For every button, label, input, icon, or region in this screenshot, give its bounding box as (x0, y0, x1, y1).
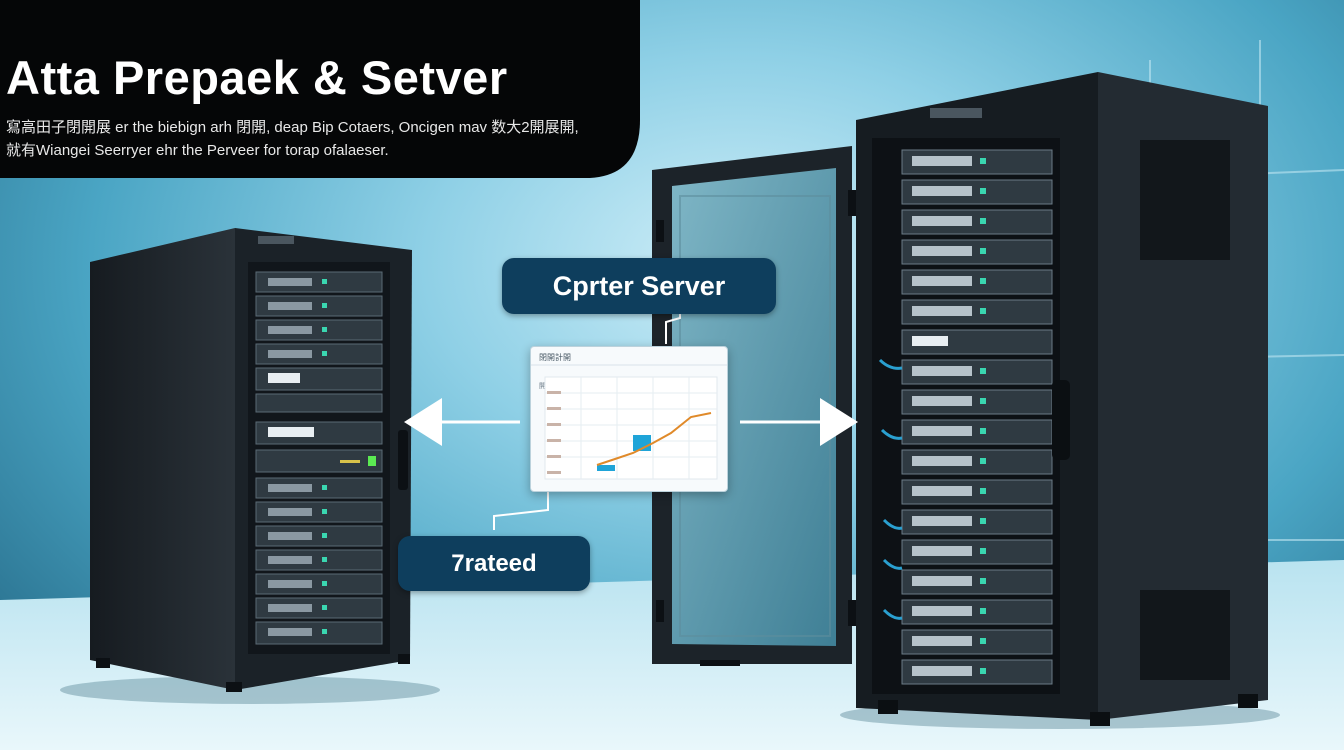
rack-cables (878, 358, 903, 620)
subtitle-line-1: 寫高田子閉開展 er the biebign arh 閉開, deap Bip … (6, 119, 579, 136)
bottom-label: 7rateed (398, 536, 590, 591)
page-title: Atta Prepaek & Setver (6, 51, 508, 104)
top-label: Cprter Server (502, 258, 776, 314)
title-banner (0, 0, 640, 178)
subtitle-line-2: 就有Wiangei Seerryer ehr the Perveer for t… (6, 142, 389, 159)
arrow-right-icon (820, 398, 858, 446)
left-rack-units (255, 271, 383, 645)
chart-card: 閉開計開 開田開 (530, 346, 728, 492)
chart-card-header: 閉開計開 (539, 353, 571, 362)
chart-graphic (531, 364, 727, 480)
arrow-left-icon (404, 398, 442, 446)
connectors (430, 314, 830, 530)
right-server-rack (856, 72, 1268, 726)
left-server-rack (90, 228, 412, 692)
